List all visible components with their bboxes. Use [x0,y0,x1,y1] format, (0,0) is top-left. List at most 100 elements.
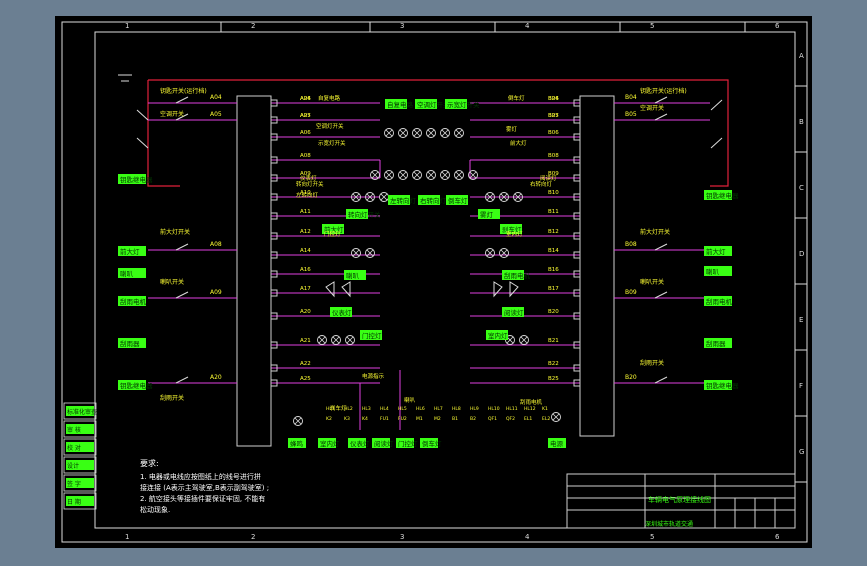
switch-contact [654,376,668,384]
component-tag: FU2 [398,416,407,422]
left-terminal-pin [270,341,278,349]
approval-cell [63,438,97,456]
lamp-cross [486,193,494,201]
center-device-box [415,99,437,109]
green-label-text: 空调灯开关 [417,100,450,109]
component-tag: M2 [434,416,441,422]
approval-label: 日 期 [67,498,81,506]
green-label-text: 喇叭 [346,271,360,280]
row-letter-right: C [799,184,804,192]
column-number-top: 3 [400,22,404,30]
green-label-text: 示宽灯开关 [447,100,480,109]
horn-symbol [341,281,351,298]
right-terminal-block [579,95,615,437]
green-label-text: 前大灯 [324,225,344,234]
component-tag: HL9 [470,406,479,412]
left-terminal-pin [270,379,278,387]
wire-number: B08 [625,241,637,248]
switch-contact [175,243,189,251]
unit-label: 深圳城市轨道交通 [645,520,693,528]
lamp-symbol [426,170,436,180]
right-switch-label: 刮雨开关 [640,359,664,367]
right-terminal-pin [573,116,581,124]
component-tag: HL11 [506,406,518,412]
lamp-symbol [384,170,394,180]
right-terminal-pin [573,379,581,387]
lamp-symbol [351,248,361,258]
green-label-text: 转向灯开关 [348,210,381,219]
column-number-bottom: 3 [400,533,404,541]
approval-label-bg [66,442,94,452]
component-tag: HL12 [524,406,536,412]
lamp-cross [380,193,388,201]
row-letter-right: A [799,52,804,60]
green-label-text: 钥匙继电器 [706,191,739,200]
right-terminal-number: B25 [548,376,559,382]
component-tag: HL10 [488,406,500,412]
green-label-text: 蜂鸣 [290,439,304,448]
breaker-contact [710,137,723,149]
bottom-device-box [420,438,438,448]
green-label-text: 右转向灯 [420,196,447,205]
approval-cell [63,420,97,438]
right-switch-label: 钥匙开关(运行档) [640,87,687,95]
lamp-symbol [551,412,561,422]
green-label-text: 刮雨器 [706,339,726,348]
center-device-box [445,99,467,109]
notes-line-4: 松动现象. [140,505,170,514]
lamp-symbol [412,170,422,180]
right-device-box [704,338,732,348]
left-terminal-number: A05 [300,113,311,119]
left-terminal-pin [270,99,278,107]
left-terminal-pin [270,133,278,141]
row-letter-right: D [799,250,804,258]
notes-line-3: 2. 航空接头等接插件要保证牢固, 不能有 [140,494,265,503]
green-label-text: 倒车灯 [448,196,468,205]
approval-label-bg [66,478,94,488]
approval-label: 标准化审查 [67,408,97,416]
lamp-symbol [519,335,529,345]
right-terminal-number: B16 [548,267,559,273]
column-number-bottom: 5 [650,533,654,541]
right-terminal-pin [573,341,581,349]
wire-number: A08 [210,241,222,248]
left-terminal-number: A16 [300,267,311,273]
approval-label-bg [66,460,94,470]
center-wire-label: 刹车灯 [330,404,347,412]
lamp-cross [332,336,340,344]
right-terminal-pin [573,212,581,220]
green-label-text: 室内灯 [320,439,340,448]
left-switch-label: 刮雨开关 [160,394,184,402]
component-tag: QF2 [506,416,515,422]
left-terminal-pin [270,270,278,278]
lamp-cross [500,193,508,201]
power-loop-wire [147,79,729,187]
approval-label-bg [66,496,94,506]
yellow-label-group: A04A05A06A08A09A10A11A12A14A16A17A20A21A… [160,87,687,422]
center-wire-label: 示宽灯开关 [318,139,346,147]
lamp-cross [371,171,379,179]
component-tag: B2 [470,416,476,422]
left-terminal-number: A04 [300,96,311,102]
notes-block: 要求: 1. 电器或电线应按图纸上的线号进行拼 接连接 (A表示主驾驶室,B表示… [140,458,269,514]
center-wire-label: 电源指示 [362,372,385,380]
right-terminal-number: B10 [548,190,559,196]
left-terminal-number: A10 [300,190,311,196]
right-terminal-pin [573,133,581,141]
inner-frame [94,31,796,529]
green-label-text: 钥匙继电器 [120,381,153,390]
lamp-symbol [398,128,408,138]
left-terminal-pin [270,364,278,372]
green-label-text: 室内灯 [488,331,508,340]
center-wire-label: 倒车灯 [508,94,525,102]
center-wire-label: 室内灯 [506,230,523,238]
green-label-text: 电源 [550,439,564,448]
lamp-cross [399,129,407,137]
right-switch-label: 空调开关 [640,104,664,112]
lamp-symbol [317,335,327,345]
lamp-symbol [398,170,408,180]
left-switch-label: 钥匙开关(运行档) [160,87,207,95]
left-terminal-pin [270,156,278,164]
